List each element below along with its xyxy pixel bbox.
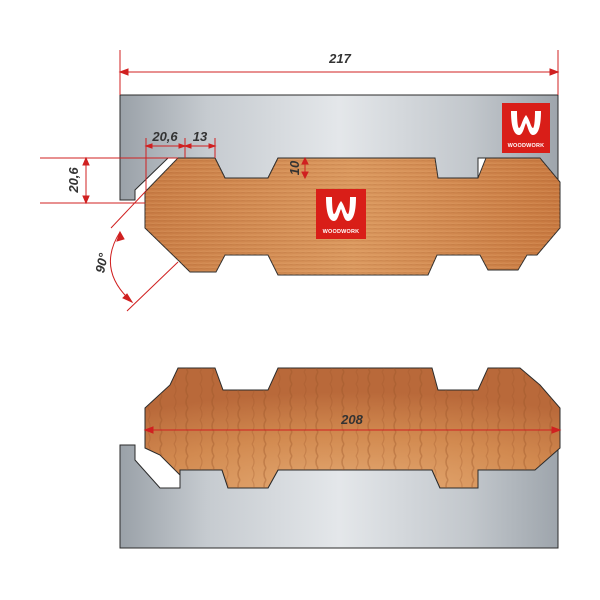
dimension-label-edge-height: 20,6 xyxy=(66,167,81,194)
dimension-label-groove-width: 13 xyxy=(193,129,208,144)
dimension-groove-top xyxy=(144,138,217,192)
dimension-label-overall-width: 217 xyxy=(328,51,351,66)
dimension-overall-width xyxy=(118,50,560,95)
logo-text-wood: WOODWORK xyxy=(323,229,360,235)
woodwork-logo-wood: WOODWORK xyxy=(316,189,366,239)
dimension-label-inner-width: 208 xyxy=(340,412,363,427)
dimension-label-dovetail-base: 20,6 xyxy=(151,129,178,144)
dimension-label-angle: 90° xyxy=(92,251,111,274)
dimension-edge-height xyxy=(40,156,178,205)
dimension-inner-width xyxy=(143,426,562,434)
dimension-label-groove-depth: 10 xyxy=(287,160,302,175)
logo-text-cutter: WOODWORK xyxy=(508,143,545,149)
dimension-angle xyxy=(109,191,179,312)
dimension-groove-depth xyxy=(301,156,309,180)
woodwork-logo-cutter: WOODWORK xyxy=(502,103,550,153)
